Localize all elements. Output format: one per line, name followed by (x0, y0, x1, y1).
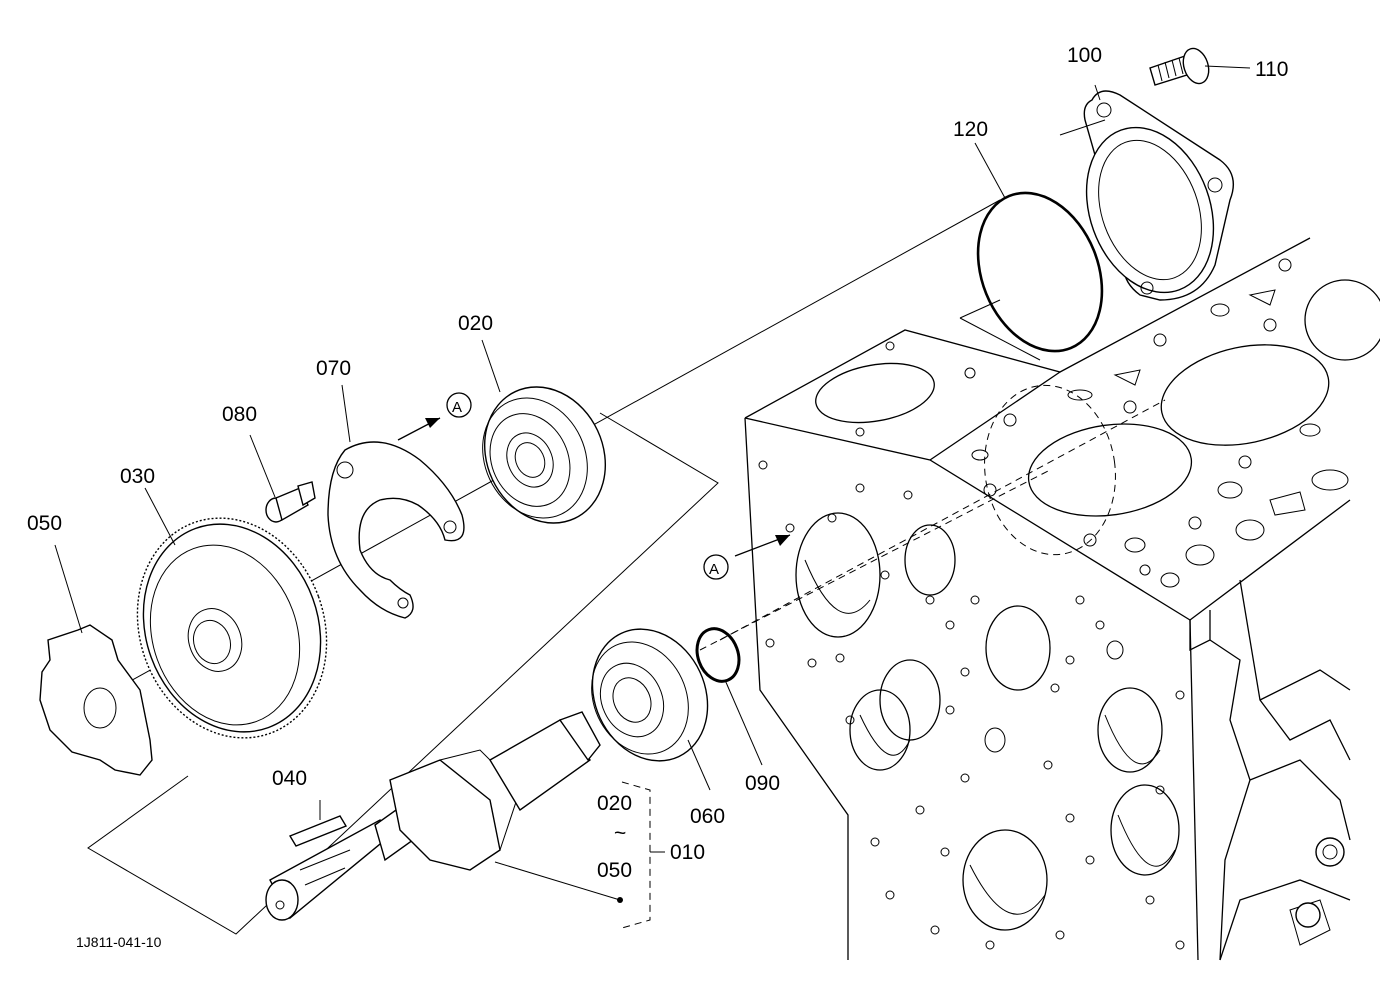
part-120-o-ring (974, 142, 1104, 353)
reference-a-circle-top (446, 392, 472, 418)
label-100: 100 (1067, 44, 1102, 67)
part-030-gear (136, 487, 328, 739)
bracket-010 (621, 781, 665, 929)
label-110: 110 (1255, 58, 1288, 81)
label-070: 070 (316, 357, 351, 380)
part-080-screw (249, 434, 316, 523)
axis-dashed-line (699, 399, 1166, 651)
label-ref-a-top: A (452, 399, 462, 416)
label-ref-a-block: A (709, 561, 719, 578)
label-050: 050 (27, 512, 62, 535)
reference-a-circle-block (703, 554, 729, 580)
label-040: 040 (272, 767, 307, 790)
part-060-bearing (591, 628, 711, 791)
label-range-end-050: 050 (597, 859, 632, 882)
label-010: 010 (670, 841, 705, 864)
part-110-bolt (1149, 47, 1251, 86)
label-range-start-020: 020 (597, 792, 632, 815)
part-010-shaft (265, 711, 623, 921)
part-040-key (288, 800, 348, 847)
part-050-washer (39, 544, 153, 776)
part-070-plate (327, 384, 465, 619)
label-range-tilde: ~ (614, 822, 626, 845)
part-100-cover (1059, 84, 1234, 301)
label-080: 080 (222, 403, 257, 426)
label-120: 120 (953, 118, 988, 141)
label-020: 020 (458, 312, 493, 335)
part-020-bearing (481, 339, 607, 524)
label-060: 060 (690, 805, 725, 828)
label-030: 030 (120, 465, 155, 488)
part-090-circlip (695, 627, 763, 766)
drawing-code: 1J811-041-10 (76, 934, 162, 950)
engine-block (734, 237, 1380, 961)
label-090: 090 (745, 772, 780, 795)
